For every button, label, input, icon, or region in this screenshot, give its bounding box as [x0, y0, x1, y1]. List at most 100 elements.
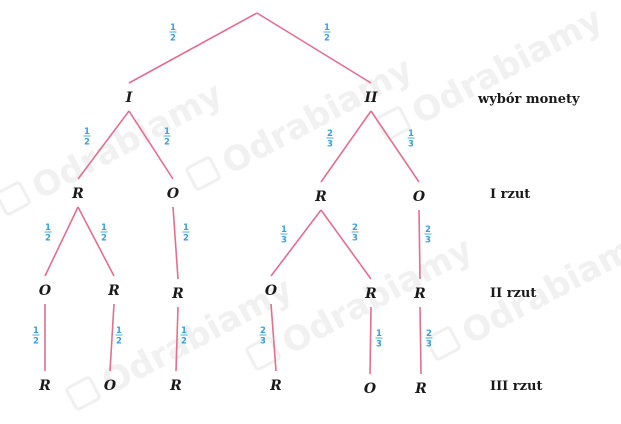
branch-c2-r1c: [320, 110, 372, 183]
branch-probability: 12: [100, 223, 108, 244]
branch-root-c1: [128, 12, 258, 84]
node-r3d: R: [269, 378, 282, 394]
branch-probability: 12: [32, 326, 40, 347]
node-r1d: O: [413, 189, 426, 205]
branch-probability: 13: [407, 129, 415, 150]
node-r2e: R: [364, 286, 377, 302]
probability-denominator: 2: [324, 34, 330, 44]
probability-denominator: 3: [408, 140, 414, 150]
probability-denominator: 2: [101, 234, 107, 244]
probability-numerator: 1: [164, 127, 170, 137]
probability-denominator: 3: [376, 340, 382, 350]
branch-root-c2: [256, 12, 372, 84]
probability-numerator: 1: [408, 129, 414, 139]
branch-probability: 13: [280, 225, 288, 246]
probability-numerator: 1: [376, 329, 382, 339]
probability-denominator: 2: [116, 337, 122, 347]
branch-probability: 23: [425, 329, 433, 350]
watermark-text: Odrabiamy: [215, 49, 419, 183]
branch-probability: 12: [180, 326, 188, 347]
probability-numerator: 1: [33, 326, 39, 336]
probability-denominator: 2: [170, 34, 176, 44]
node-r1b: O: [167, 186, 180, 202]
branch-c2-r1d: [370, 110, 420, 183]
probability-numerator: 2: [352, 223, 358, 233]
level-label-second-toss: II rzut: [490, 286, 536, 301]
probability-denominator: 3: [352, 234, 358, 244]
probability-numerator: 1: [281, 225, 287, 235]
tree-branches: [44, 12, 422, 375]
watermark: Odrabiamy: [185, 49, 419, 191]
level-label-first-toss: I rzut: [490, 187, 530, 202]
node-r1c: R: [314, 189, 327, 205]
probability-numerator: 1: [45, 223, 51, 233]
node-r3c: R: [169, 378, 182, 394]
branch-r1d-r2f: [418, 209, 421, 280]
branch-r1b-r2c: [172, 206, 179, 280]
probability-numerator: 2: [327, 129, 333, 139]
branch-r1a-r2a: [44, 206, 79, 277]
branch-probability: 23: [424, 225, 432, 246]
probability-numerator: 1: [181, 326, 187, 336]
branch-probability: 12: [115, 326, 123, 347]
probability-denominator: 2: [45, 234, 51, 244]
probability-denominator: 2: [164, 138, 170, 148]
level-label-third-toss: III rzut: [490, 379, 542, 394]
level-label-coin-choice: wybór monety: [477, 92, 580, 107]
branch-c1-r1a: [77, 110, 130, 180]
probability-numerator: 1: [84, 127, 90, 137]
node-c1: I: [125, 90, 133, 106]
probability-denominator: 2: [84, 138, 90, 148]
branch-probability: 12: [182, 223, 190, 244]
probability-numerator: 1: [183, 223, 189, 233]
branch-probability: 12: [163, 127, 171, 148]
node-r2c: R: [171, 286, 184, 302]
node-r3f: R: [414, 381, 427, 397]
branch-r2c-r3c: [175, 306, 179, 372]
watermark-text: Odrabiamy: [455, 219, 621, 353]
branch-probability: 13: [375, 329, 383, 350]
branch-r1c-r2e: [320, 209, 372, 280]
branch-r2e-r3e: [369, 306, 372, 375]
probability-numerator: 2: [426, 329, 432, 339]
node-r3b: O: [104, 378, 117, 394]
branch-probability: 23: [351, 223, 359, 244]
level-labels: wybór monety I rzut II rzut III rzut: [477, 92, 580, 394]
branch-c1-r1b: [128, 110, 174, 180]
branch-probability: 23: [259, 326, 267, 347]
watermark: Odrabiamy: [0, 74, 229, 216]
branch-probability: 23: [326, 129, 334, 150]
probability-denominator: 3: [426, 340, 432, 350]
probability-denominator: 2: [181, 337, 187, 347]
branch-probability: 12: [44, 223, 52, 244]
node-r2a: O: [39, 283, 52, 299]
probability-numerator: 2: [425, 225, 431, 235]
branch-probability: 12: [169, 23, 177, 44]
branch-r2f-r3f: [419, 306, 422, 375]
probability-numerator: 2: [260, 326, 266, 336]
probability-denominator: 2: [183, 234, 189, 244]
node-r2f: R: [413, 286, 426, 302]
probability-denominator: 3: [425, 236, 431, 246]
watermark-text: Odrabiamy: [405, 0, 609, 133]
node-r3e: O: [364, 381, 377, 397]
probability-numerator: 1: [324, 23, 330, 33]
probability-numerator: 1: [170, 23, 176, 33]
node-r2b: R: [107, 283, 120, 299]
branch-r2b-r3b: [109, 303, 115, 372]
branch-r2d-r3d: [270, 303, 277, 372]
probability-denominator: 3: [260, 337, 266, 347]
branch-r1a-r2b: [77, 206, 115, 277]
probability-denominator: 3: [281, 236, 287, 246]
branch-probability: 12: [323, 23, 331, 44]
branch-r1c-r2d: [270, 209, 322, 277]
probability-denominator: 3: [327, 140, 333, 150]
probability-denominator: 2: [33, 337, 39, 347]
node-r2d: O: [265, 283, 278, 299]
node-r3a: R: [38, 378, 51, 394]
node-c2: II: [363, 90, 378, 106]
